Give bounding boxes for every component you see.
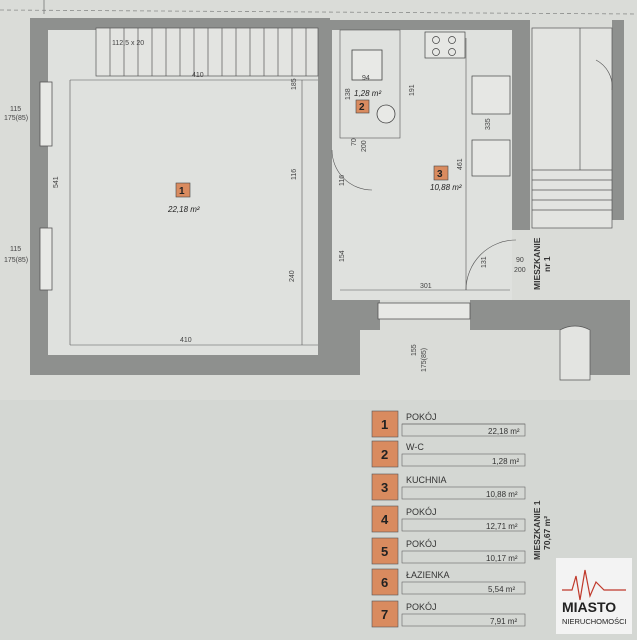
sink-icon bbox=[376, 104, 396, 124]
legend-4-area: 12,71 m² bbox=[486, 522, 518, 531]
wc-room bbox=[331, 29, 401, 191]
dim-window-175a: 175(85) bbox=[4, 115, 28, 122]
window-left-lower bbox=[39, 227, 53, 291]
logo-sub: NIERUCHOMOŚCI bbox=[562, 617, 627, 626]
window-kitchen bbox=[377, 302, 471, 320]
dim-kitchen-335: 335 bbox=[485, 118, 492, 130]
room-2-label: 2 1,28 m² bbox=[354, 89, 381, 114]
legend-7-number: 7 bbox=[381, 607, 388, 622]
top-dashed-line bbox=[0, 9, 637, 15]
kitchen-sink-icon bbox=[471, 75, 511, 115]
wall-stair-right bbox=[612, 20, 624, 220]
walls bbox=[30, 18, 630, 375]
legend-1-number: 1 bbox=[381, 417, 388, 432]
apartment-area: 70,67 m² bbox=[542, 516, 552, 550]
dim-kitchen-301: 301 bbox=[420, 283, 432, 290]
apartment-label: MIESZKANIE 1 bbox=[532, 500, 542, 560]
dim-top-410: 410 bbox=[192, 72, 204, 79]
stove-icon bbox=[424, 31, 466, 59]
wall-stair-bottom bbox=[585, 325, 630, 375]
brand-logo: MIASTO NIERUCHOMOŚCI bbox=[556, 558, 632, 634]
wall-lower-stub bbox=[330, 320, 360, 375]
legend-2-name: W-C bbox=[406, 442, 424, 452]
legend-6-number: 6 bbox=[381, 575, 388, 590]
dim-kitchen-200: 200 bbox=[514, 267, 526, 274]
fridge-icon bbox=[471, 139, 511, 177]
room-3-number: 3 bbox=[437, 169, 443, 180]
dim-bottom-155: 155 bbox=[411, 344, 418, 356]
window-left-upper bbox=[39, 81, 53, 147]
dim-window-115a: 115 bbox=[10, 106, 21, 113]
legend-5-name: POKÓJ bbox=[406, 539, 437, 549]
stairs-right bbox=[531, 27, 613, 381]
logo-brand: MIASTO bbox=[562, 599, 616, 615]
dim-window-115b: 115 bbox=[10, 246, 21, 253]
dim-mid-116: 116 bbox=[291, 169, 298, 180]
legend-5-number: 5 bbox=[381, 544, 388, 559]
legend-4-number: 4 bbox=[381, 512, 389, 527]
room-1-label: 1 22,18 m² bbox=[167, 182, 200, 214]
legend-2-number: 2 bbox=[381, 447, 388, 462]
legend-5-area: 10,17 m² bbox=[486, 554, 518, 563]
room-1-area: 22,18 m² bbox=[167, 205, 200, 214]
stair-apt-number: nr 1 bbox=[542, 256, 552, 272]
dim-stair-top: 112,5 x 20 bbox=[112, 40, 144, 47]
dim-kitchen-191: 191 bbox=[409, 84, 416, 96]
toilet-icon bbox=[351, 49, 383, 81]
wall-kitchen-right bbox=[512, 20, 530, 230]
windows-left bbox=[39, 81, 53, 291]
dim-wc-138: 138 bbox=[345, 88, 352, 100]
room-1-number: 1 bbox=[179, 186, 185, 197]
wall-bottom-room1 bbox=[30, 355, 332, 375]
room-legend: 1 POKÓJ 22,18 m² 2 W-C 1,28 m² 3 KUCHNIA… bbox=[371, 410, 526, 628]
legend-2-area: 1,28 m² bbox=[492, 457, 519, 466]
legend-3-number: 3 bbox=[381, 480, 388, 495]
room-2-number: 2 bbox=[359, 102, 365, 113]
legend-3-area: 10,88 m² bbox=[486, 490, 518, 499]
legend-1-name: POKÓJ bbox=[406, 412, 437, 422]
room-3-label: 3 10,88 m² bbox=[430, 165, 462, 192]
room-3-area: 10,88 m² bbox=[430, 183, 462, 192]
dim-kitchen-131: 131 bbox=[481, 256, 488, 268]
legend-6-area: 5,54 m² bbox=[488, 585, 515, 594]
dim-wc-94: 94 bbox=[362, 75, 370, 82]
legend-7-area: 7,91 m² bbox=[490, 617, 517, 626]
dim-right-185: 185 bbox=[291, 78, 298, 90]
dim-lines bbox=[69, 38, 510, 346]
dim-bottom-175: 175(85) bbox=[421, 348, 428, 372]
dim-mid-240: 240 bbox=[289, 270, 296, 282]
dim-wc-200: 200 bbox=[361, 140, 368, 152]
wall-partition-upper bbox=[318, 20, 332, 225]
wc-door-arc bbox=[331, 149, 373, 191]
dim-wc-154: 154 bbox=[339, 250, 346, 262]
room-2-area: 1,28 m² bbox=[354, 89, 381, 98]
wall-top-room1 bbox=[30, 18, 330, 30]
dim-wc-70: 70 bbox=[351, 138, 358, 146]
stair-apt-label: MIESZKANIE bbox=[532, 237, 542, 290]
stairs-room1 bbox=[95, 27, 319, 77]
logo-pulse-icon bbox=[562, 569, 626, 601]
legend-4-name: POKÓJ bbox=[406, 507, 437, 517]
dim-bottom-410: 410 bbox=[180, 337, 192, 344]
wall-left bbox=[30, 20, 48, 375]
wall-top-kitchen bbox=[330, 20, 530, 30]
legend-3-name: KUCHNIA bbox=[406, 475, 447, 485]
legend-1-area: 22,18 m² bbox=[488, 427, 520, 436]
legend-7-name: POKÓJ bbox=[406, 602, 437, 612]
legend-6-name: ŁAZIENKA bbox=[406, 570, 450, 580]
kitchen-door-arc bbox=[465, 239, 517, 291]
dim-wc-116: 116 bbox=[339, 175, 346, 186]
dim-left-541: 541 bbox=[53, 176, 60, 188]
dim-kitchen-90: 90 bbox=[516, 257, 524, 264]
dim-kitchen-461: 461 bbox=[457, 158, 464, 170]
dim-window-175b: 175(85) bbox=[4, 257, 28, 264]
kitchen-fixtures bbox=[424, 31, 517, 291]
wall-partition-lower bbox=[318, 225, 332, 375]
